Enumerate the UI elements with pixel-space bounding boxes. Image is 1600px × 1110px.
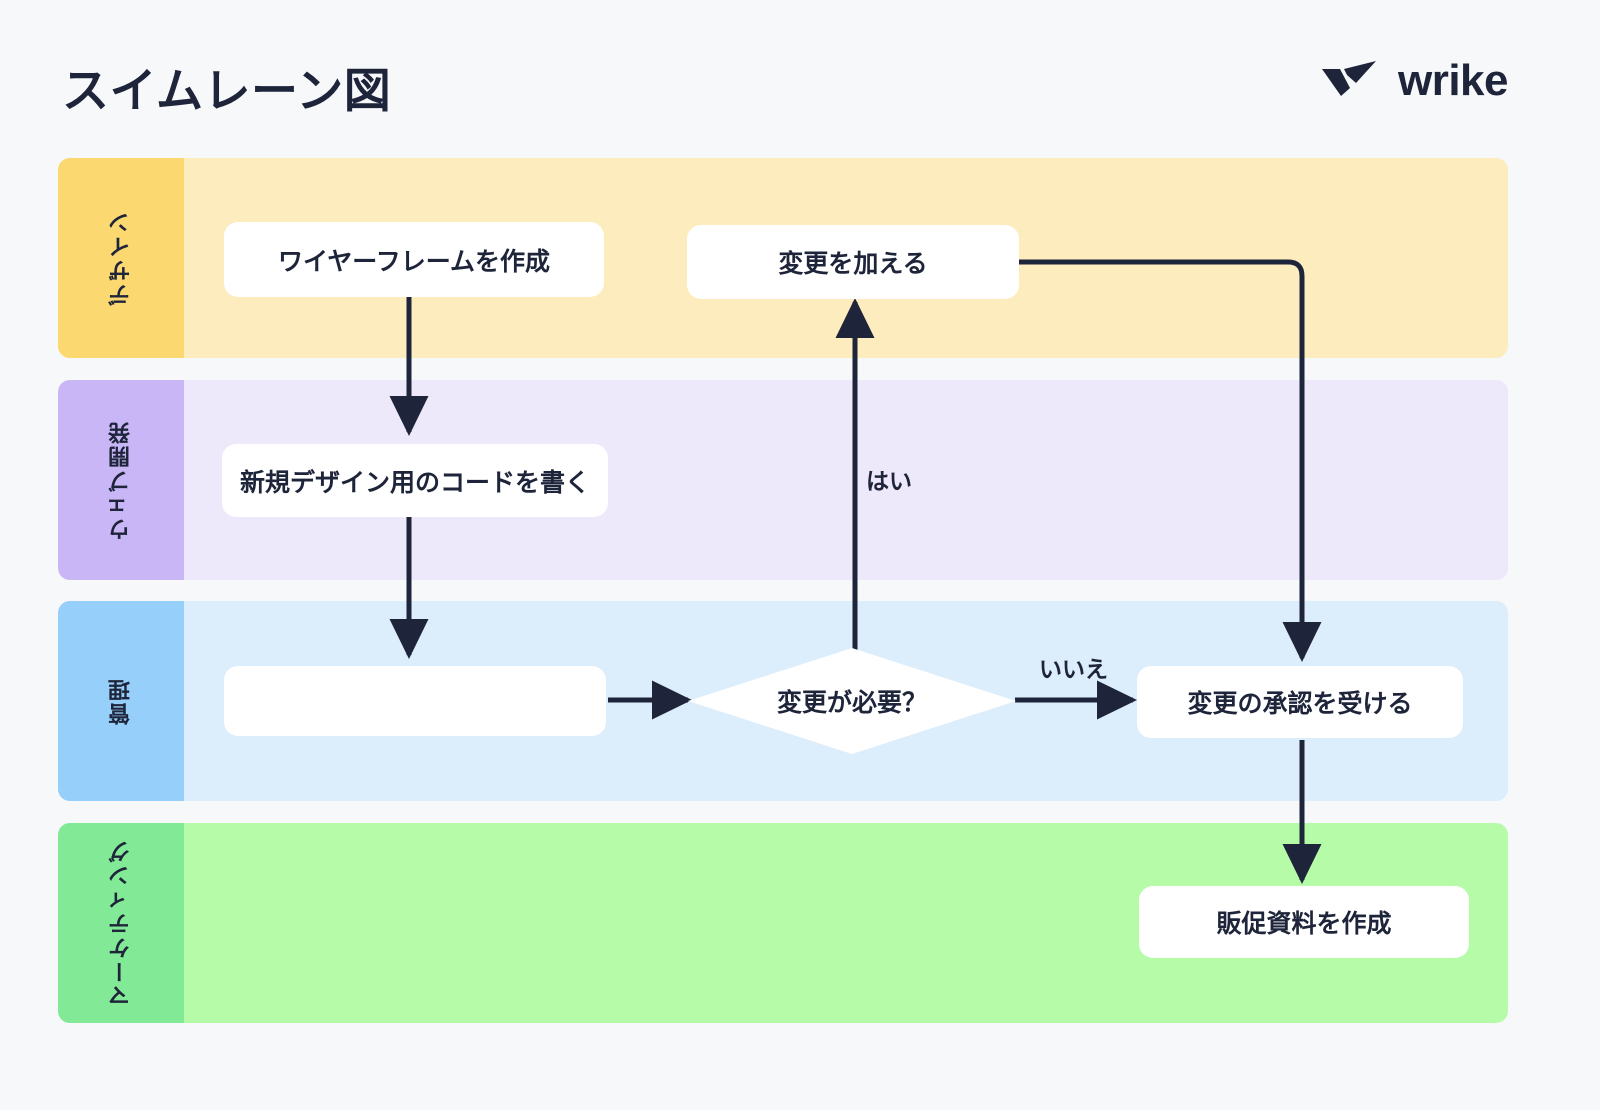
brand-logo: wrike: [1320, 55, 1509, 105]
page-header: スイムレーン図 wrike: [0, 0, 1600, 155]
node-decision-changes-needed[interactable]: 変更が必要？: [688, 648, 1016, 754]
lane-label-management: 管理: [108, 677, 133, 725]
brand-name: wrike: [1397, 55, 1509, 105]
wrike-checkmark-logo-icon: [1320, 58, 1382, 103]
lane-header-webdev: ウェブ開発: [58, 380, 184, 580]
lane-header-design: デザイン: [58, 158, 184, 358]
node-create-wireframe[interactable]: ワイヤーフレームを作成: [224, 222, 604, 297]
node-management-empty[interactable]: [224, 666, 606, 736]
node-get-approval[interactable]: 変更の承認を受ける: [1137, 666, 1463, 738]
lane-header-marketing: マーケティング: [58, 823, 184, 1023]
node-label: 販促資料を作成: [1216, 910, 1392, 938]
node-label: 新規デザイン用のコードを書く: [239, 468, 590, 497]
node-label: 変更が必要？: [776, 689, 927, 717]
node-label: 変更を加える: [778, 250, 928, 278]
lane-header-management: 管理: [58, 601, 184, 801]
diamond-shape-icon: [688, 648, 1016, 754]
lane-label-design: デザイン: [108, 210, 133, 306]
node-create-promo-material[interactable]: 販促資料を作成: [1139, 886, 1469, 958]
node-label: 変更の承認を受ける: [1187, 690, 1413, 718]
lane-label-webdev: ウェブ開発: [108, 420, 133, 540]
lane-label-marketing: マーケティング: [108, 839, 133, 1007]
page-title: スイムレーン図: [62, 64, 392, 117]
node-write-code[interactable]: 新規デザイン用のコードを書く: [222, 444, 608, 517]
node-make-changes[interactable]: 変更を加える: [687, 225, 1019, 299]
node-label: ワイヤーフレームを作成: [277, 247, 550, 276]
